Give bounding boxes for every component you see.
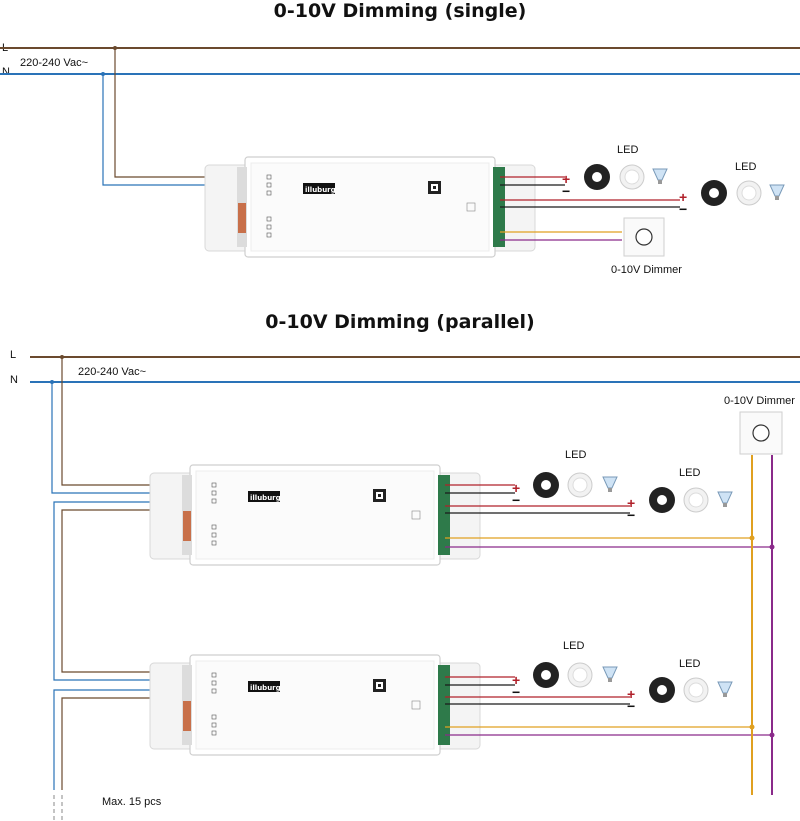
plus-sign: + xyxy=(562,171,570,187)
minus-sign: − xyxy=(512,492,520,508)
brand-logo: illuburg xyxy=(250,684,281,692)
plus-sign: + xyxy=(627,686,635,702)
single-section: illuburg + − + − xyxy=(0,46,800,258)
mr16-bulb-icon xyxy=(717,491,733,504)
neutral-continue-wire xyxy=(53,689,186,790)
neutral-loop-wire xyxy=(53,501,186,681)
led-driver: illuburg xyxy=(149,464,481,566)
led-label: LED xyxy=(679,658,701,670)
neutral-drop-wire xyxy=(51,382,186,494)
rail-l-label-parallel: L xyxy=(10,349,17,361)
dimmer-label-parallel: 0-10V Dimmer xyxy=(724,395,795,407)
brand-logo: illuburg xyxy=(250,494,281,502)
led-label: LED xyxy=(565,449,587,461)
line-drop-wire xyxy=(61,357,186,486)
mr16-bulb-icon xyxy=(602,476,618,489)
led-driver: illuburg xyxy=(149,654,481,756)
mr16-bulb-icon xyxy=(769,184,785,197)
plus-sign: + xyxy=(512,480,520,496)
dimmer-panel xyxy=(739,411,783,455)
plus-sign: + xyxy=(512,672,520,688)
brand-logo: illuburg xyxy=(305,186,336,194)
dimmer-knob-icon xyxy=(635,228,653,246)
rail-n-label-single: N xyxy=(2,66,10,78)
supply-label-parallel: 220-240 Vac~ xyxy=(78,366,146,378)
dimmer-label-single: 0-10V Dimmer xyxy=(611,264,682,276)
minus-sign: − xyxy=(627,507,635,523)
minus-sign: − xyxy=(512,684,520,700)
led-label: LED xyxy=(679,467,701,479)
led-driver: illuburg xyxy=(204,156,536,258)
line-drop-wire xyxy=(114,48,238,178)
neutral-drop-wire xyxy=(102,74,238,186)
led-label: LED xyxy=(617,144,639,156)
plus-sign: + xyxy=(679,189,687,205)
title-parallel: 0-10V Dimming (parallel) xyxy=(265,311,535,333)
line-continue-wire xyxy=(61,697,186,790)
minus-sign: − xyxy=(562,183,570,199)
supply-label-single: 220-240 Vac~ xyxy=(20,57,88,69)
title-single: 0-10V Dimming (single) xyxy=(273,0,527,22)
minus-sign: − xyxy=(627,698,635,714)
dimmer-panel xyxy=(623,217,665,257)
plus-sign: + xyxy=(627,495,635,511)
rail-n-label-parallel: N xyxy=(10,374,18,386)
max-pcs-note: Max. 15 pcs xyxy=(102,796,162,808)
mr16-bulb-icon xyxy=(717,681,733,694)
parallel-section: illuburg illuburg + − + − + − + − xyxy=(30,355,800,821)
minus-sign: − xyxy=(679,201,687,217)
line-loop-wire xyxy=(61,509,186,673)
led-label: LED xyxy=(735,161,757,173)
mr16-bulb-icon xyxy=(652,168,668,181)
led-label: LED xyxy=(563,640,585,652)
mr16-bulb-icon xyxy=(602,666,618,679)
dimmer-knob-icon xyxy=(752,424,770,442)
